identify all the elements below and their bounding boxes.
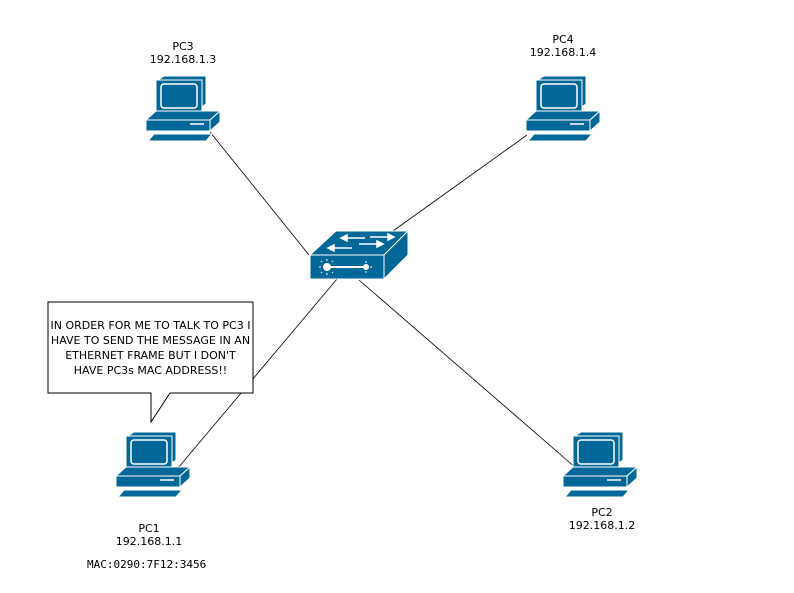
callout-line: HAVE PC3s MAC ADDRESS!! — [73, 364, 228, 377]
pc1-label: PC1 192.168.1.1 — [99, 522, 199, 548]
switch-icon[interactable] — [308, 229, 410, 281]
pc3-label: PC3 192.168.1.3 — [133, 40, 233, 66]
pc3-computer-icon[interactable] — [145, 75, 221, 142]
pc2-name: PC2 — [591, 506, 613, 519]
pc3-ip: 192.168.1.3 — [149, 53, 217, 66]
callout-line: IN ORDER FOR ME TO TALK TO PC3 I — [50, 319, 251, 332]
link-pc4-switch — [392, 134, 528, 232]
link-pc1-switch — [177, 278, 338, 469]
pc4-label: PC4 192.168.1.4 — [513, 33, 613, 59]
pc2-label: PC2 192.168.1.2 — [552, 506, 652, 532]
pc1-mac-address: MAC:0290:7F12:3456 — [87, 558, 207, 571]
pc4-computer-icon[interactable] — [525, 75, 601, 142]
pc2-ip: 192.168.1.2 — [568, 519, 636, 532]
pc1-computer-icon[interactable] — [115, 431, 191, 498]
callout-line: ETHERNET FRAME BUT I DON'T — [65, 349, 236, 362]
pc1-name: PC1 — [138, 522, 160, 535]
pc2-computer-icon[interactable] — [562, 431, 638, 498]
link-pc3-switch — [209, 131, 310, 256]
callout-line: HAVE TO SEND THE MESSAGE IN AN — [50, 334, 251, 347]
callout-text: IN ORDER FOR ME TO TALK TO PC3 I HAVE TO… — [48, 318, 253, 378]
pc3-name: PC3 — [172, 40, 194, 53]
pc4-name: PC4 — [552, 33, 574, 46]
pc1-ip: 192.168.1.1 — [115, 535, 183, 548]
callout-bubble — [47, 301, 254, 424]
pc4-ip: 192.168.1.4 — [529, 46, 597, 59]
link-pc2-switch — [358, 279, 577, 469]
